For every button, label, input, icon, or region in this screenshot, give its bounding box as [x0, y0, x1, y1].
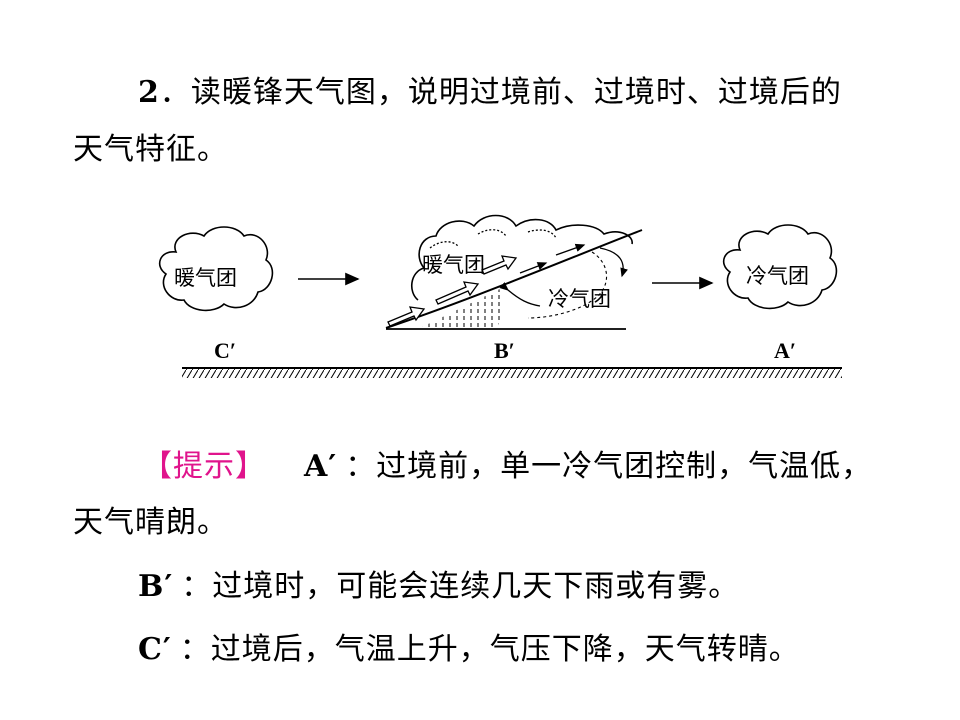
- position-label-a: A′: [774, 338, 796, 363]
- question-number: 2: [138, 75, 160, 110]
- answer-c-label: C′: [138, 632, 172, 667]
- frontal-surface: [385, 229, 643, 329]
- cold-air-label-right: 冷气团: [746, 264, 809, 288]
- answer-a-line-2: 天气晴朗。: [73, 505, 228, 540]
- answer-b-line: B′：过境时，可能会连续几天下雨或有雾。: [138, 567, 739, 607]
- warm-front-diagram: 暖气团 暖气团 冷气团 冷气团 C′ B′ A′: [158, 214, 842, 378]
- question-line-1: 2．读暖锋天气图，说明过境前、过境时、过境后的: [138, 73, 842, 113]
- answer-a-line-1: 【提示】 A′：过境前，单一冷气团控制，气温低，: [142, 447, 872, 487]
- question-text-1: ．读暖锋天气图，说明过境前、过境时、过境后的: [159, 75, 842, 110]
- question-line-2: 天气特征。: [73, 132, 228, 167]
- ground: [182, 367, 842, 378]
- cold-air-cloud-right: [722, 224, 838, 310]
- warm-air-label-front: 暖气团: [422, 253, 485, 277]
- front-cloud: [411, 214, 633, 301]
- position-label-b: B′: [494, 338, 515, 363]
- answer-b-text: ：过境时，可能会连续几天下雨或有雾。: [181, 569, 740, 604]
- position-label-c: C′: [214, 338, 236, 363]
- warm-air-rising-arrows: [387, 255, 518, 327]
- warm-air-cloud-left: [158, 226, 274, 312]
- cold-air-label-front: 冷气团: [548, 287, 611, 311]
- hint-label: 【提示】: [142, 449, 266, 484]
- answer-a-text-1: ：过境前，单一冷气团控制，气温低，: [345, 449, 873, 484]
- answer-c-text: ：过境后，气温上升，气压下降，天气转晴。: [179, 632, 800, 667]
- answer-a-label: A′: [304, 449, 338, 484]
- warm-air-label-left: 暖气团: [174, 266, 237, 290]
- rain-zone: [420, 286, 506, 328]
- answer-b-label: B′: [138, 569, 174, 604]
- answer-c-line: C′：过境后，气温上升，气压下降，天气转晴。: [138, 630, 800, 670]
